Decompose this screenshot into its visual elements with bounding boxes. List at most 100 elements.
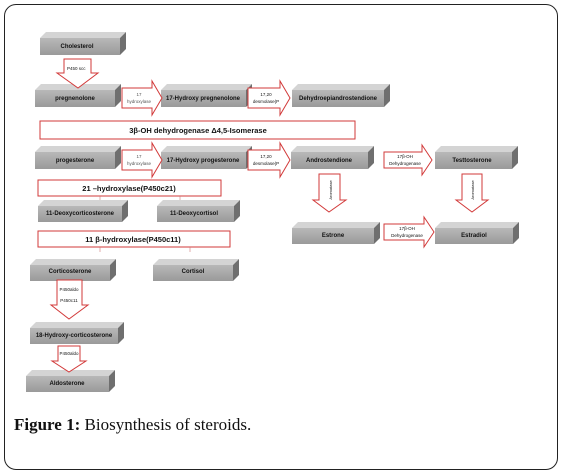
box-front-face xyxy=(435,152,512,169)
enzyme-17b-hsd-1b: Dehydrogenase xyxy=(389,161,421,166)
box-top-face xyxy=(153,259,239,265)
arrow-testosterone-estradiol xyxy=(454,173,490,213)
box-side-face xyxy=(513,222,519,244)
box-side-face xyxy=(233,259,239,281)
box-top-face xyxy=(292,222,380,228)
enzyme-p450aldo-1: P450aldo xyxy=(59,287,79,292)
enzyme-17b-hsd-1a: 17β-OH xyxy=(397,154,413,159)
box-top-face xyxy=(157,200,240,206)
label-pregnenolone: pregnenolone xyxy=(55,96,95,102)
enzyme-21-hydroxylase: 21 –hydroxylase(P450c21) xyxy=(82,184,176,193)
arrow-18oh-aldosterone xyxy=(50,345,88,373)
label-dhea: Dehydroepiandrostendione xyxy=(299,96,378,102)
box-corticosterone xyxy=(30,259,116,281)
arrow-cholesterol-pregnenolone xyxy=(55,58,100,89)
enzyme-desmolase-2a: 17,20 xyxy=(260,154,272,159)
box-estrone xyxy=(292,222,380,244)
box-side-face xyxy=(374,222,380,244)
box-top-face xyxy=(38,200,128,206)
arrow-pregnenolone-17oh-pregnenolone xyxy=(121,79,163,117)
arrow-androstendione-testosterone xyxy=(383,143,433,177)
box-front-face xyxy=(40,38,120,55)
enzyme-17-hydroxylase-2a: 17 xyxy=(136,154,142,159)
arrow-17oh-progesterone-androstendione xyxy=(247,141,291,179)
label-androstendione: Androstendione xyxy=(306,158,353,164)
box-front-face xyxy=(157,206,234,222)
box-top-face xyxy=(26,370,115,376)
box-front-face xyxy=(35,90,115,107)
enzyme-17b-hsd-2a: 17β-OH xyxy=(399,226,415,231)
box-top-face xyxy=(30,259,116,265)
label-17oh-progesterone: 17-Hydroxy progesterone xyxy=(167,158,240,164)
box-top-face xyxy=(35,146,121,152)
label-17oh-pregnenolone: 17-Hydroxy pregnenolone xyxy=(166,96,241,102)
box-11-deoxycorticosterone xyxy=(38,200,128,222)
box-top-face xyxy=(30,322,124,328)
label-estradiol: Estradiol xyxy=(461,233,487,239)
box-testosterone xyxy=(435,146,518,169)
box-top-face xyxy=(161,84,252,90)
box-estradiol xyxy=(435,222,519,244)
enzyme-p450aldo-2: P450aldo xyxy=(59,351,79,356)
box-side-face xyxy=(109,370,115,392)
enzyme-desmolase-1a: 17,20 xyxy=(260,92,272,97)
enzyme-desmolase-2b: desmolase(P xyxy=(253,161,279,166)
arrow-progesterone-17oh-progesterone xyxy=(121,141,163,179)
box-front-face xyxy=(292,228,374,244)
arrow-estrone-estradiol xyxy=(383,215,435,249)
arrow-17oh-pregnenolone-dhea xyxy=(247,79,291,117)
box-18oh-corticosterone xyxy=(30,322,124,344)
box-top-face xyxy=(435,222,519,228)
box-front-face xyxy=(161,90,246,107)
box-side-face xyxy=(122,200,128,222)
box-top-face xyxy=(435,146,518,152)
box-front-face xyxy=(30,328,118,344)
box-front-face xyxy=(35,152,115,169)
box-side-face xyxy=(120,32,126,55)
box-pregnenolone xyxy=(35,84,121,107)
label-18oh-corticosterone: 18-Hydroxy-corticosterone xyxy=(36,333,113,339)
box-androstendione xyxy=(291,146,374,169)
enzyme-desmolase-1b: desmolase(P xyxy=(253,99,279,104)
box-side-face xyxy=(115,146,121,169)
box-cholesterol xyxy=(40,32,126,55)
enzyme-band-11b-hydroxylase xyxy=(37,230,231,248)
enzyme-aromatase-2: Aromatase xyxy=(470,180,475,200)
box-front-face xyxy=(435,228,513,244)
caption-label: Figure 1: xyxy=(14,415,81,434)
enzyme-17-hydroxylase-1a: 17 xyxy=(136,92,142,97)
enzyme-aromatase-1: Aromatase xyxy=(328,180,333,200)
box-front-face xyxy=(26,376,109,392)
box-side-face xyxy=(234,200,240,222)
box-progesterone xyxy=(35,146,121,169)
label-estrone: Estrone xyxy=(322,233,345,239)
label-aldosterone: Aldosterone xyxy=(49,381,85,387)
box-front-face xyxy=(30,265,110,281)
label-testosterone: Testtosterone xyxy=(452,158,492,164)
box-side-face xyxy=(115,84,121,107)
box-front-face xyxy=(38,206,122,222)
box-top-face xyxy=(291,146,374,152)
box-cortisol xyxy=(153,259,239,281)
enzyme-p450c11: P450c11 xyxy=(60,298,78,303)
box-front-face xyxy=(161,152,246,169)
box-side-face xyxy=(512,146,518,169)
caption-text: Biosynthesis of steroids. xyxy=(80,415,252,434)
box-front-face xyxy=(153,265,233,281)
label-cortisol: Cortisol xyxy=(182,269,205,275)
arrow-corticosterone-18oh xyxy=(49,279,90,320)
label-deoxycorticosterone: 11-Deoxycorticosterone xyxy=(46,211,115,217)
enzyme-17-hydroxylase-1b: hydroxylase xyxy=(127,99,152,104)
label-deoxycortisol: 11-Deoxycortisol xyxy=(170,211,218,217)
label-progesterone: progesterone xyxy=(56,158,95,164)
box-side-face xyxy=(110,259,116,281)
box-side-face xyxy=(384,84,390,107)
enzyme-band-3b-hsd xyxy=(39,120,356,140)
box-side-face xyxy=(368,146,374,169)
enzyme-17b-hsd-2b: Dehydrogenase xyxy=(391,233,423,238)
enzyme-17-hydroxylase-2b: hydroxylase xyxy=(127,161,152,166)
box-top-face xyxy=(161,146,252,152)
figure-caption: Figure 1: Biosynthesis of steroids. xyxy=(14,415,251,435)
box-11-deoxycortisol xyxy=(157,200,240,222)
